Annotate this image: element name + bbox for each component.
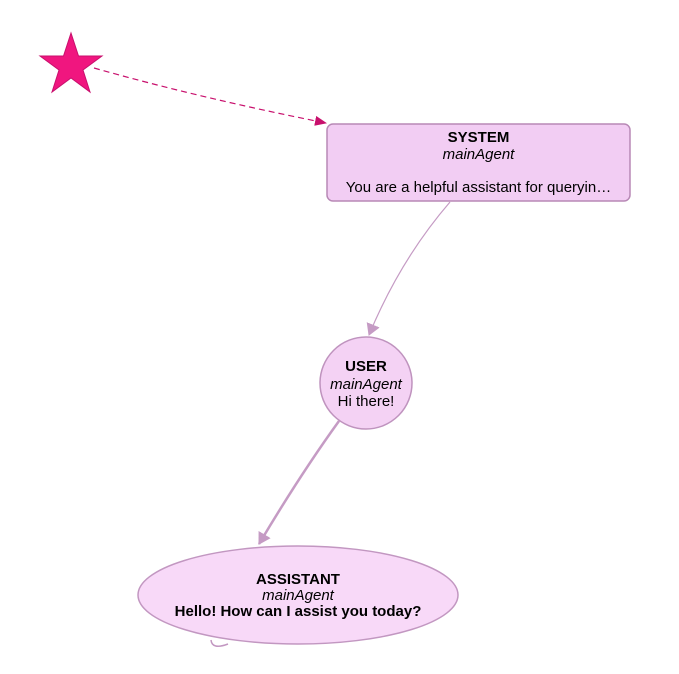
user-node[interactable]: USER mainAgent Hi there!	[319, 336, 413, 430]
assistant-message-text: Hello! How can I assist you today?	[175, 603, 422, 620]
assistant-role-label: ASSISTANT	[256, 571, 340, 588]
edge-user-to-assistant	[257, 420, 341, 545]
assistant-node[interactable]: ASSISTANT mainAgent Hello! How can I ass…	[137, 545, 459, 647]
system-node[interactable]: SYSTEM mainAgent You are a helpful assis…	[326, 123, 631, 202]
assistant-node-ellipse	[137, 545, 459, 645]
edge-start-to-system	[93, 67, 327, 126]
star-icon	[38, 31, 104, 94]
assistant-self-loop	[210, 639, 229, 647]
edge-system-to-user	[366, 201, 451, 336]
system-node-box	[326, 123, 631, 202]
assistant-agent-label: mainAgent	[262, 587, 335, 604]
system-role-label: SYSTEM	[448, 129, 510, 146]
user-agent-label: mainAgent	[330, 376, 403, 393]
user-role-label: USER	[345, 358, 387, 375]
start-node[interactable]	[38, 31, 104, 94]
user-message-text: Hi there!	[338, 393, 395, 410]
system-agent-label: mainAgent	[443, 146, 516, 163]
system-message-text: You are a helpful assistant for queryin…	[346, 179, 611, 196]
user-node-circle	[319, 336, 413, 430]
